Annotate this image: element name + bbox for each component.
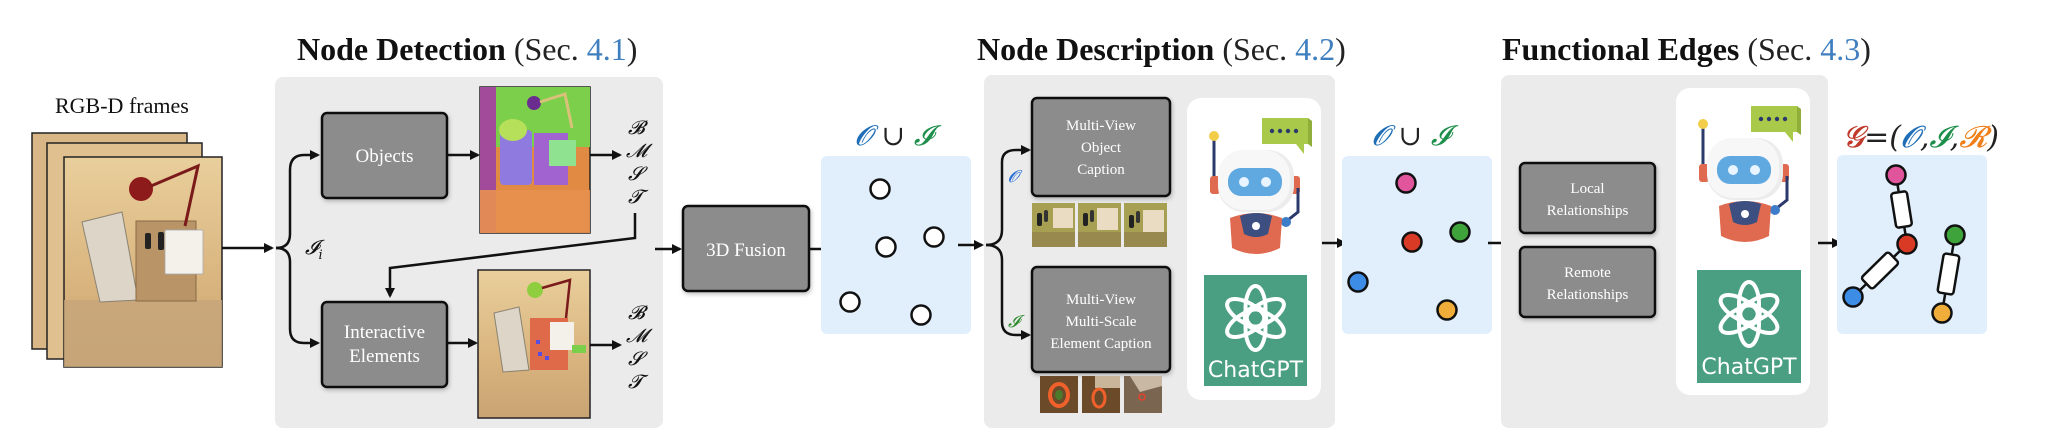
nodes-colored-label: 𝓞 ∪ 𝓘: [1372, 119, 1459, 152]
stage-title-functional-edges: Functional Edges(Sec. 4.3): [1502, 31, 1871, 67]
arrow-objects-to-interactive: [385, 213, 637, 298]
label-part: ): [1986, 120, 1999, 155]
paper-sheet: [164, 229, 204, 275]
label-part: ∪: [873, 119, 914, 152]
label-part: 𝓘: [914, 119, 942, 152]
object-segmentation-image: [479, 86, 591, 234]
desk-lamp-shade: [129, 177, 153, 201]
robot-icon: [1698, 106, 1801, 242]
object-view-thumbnails: [1032, 203, 1167, 247]
element-caption-line2: Multi-Scale: [1066, 314, 1137, 330]
remote-relationships-line2: Relationships: [1547, 287, 1629, 303]
graph-node: [910, 304, 932, 326]
nodes-uncolored-label: 𝓞 ∪ 𝓘: [855, 119, 942, 152]
local-relationships-box: [1518, 161, 1657, 235]
graph-node: [1931, 302, 1953, 324]
graph-node: [1885, 164, 1907, 186]
graph-node: [875, 236, 897, 258]
graph-node: [1944, 224, 1966, 246]
object-view-thumbnail: [1124, 203, 1167, 247]
brace-to-element-caption: [985, 243, 1031, 340]
local-relationships-line1: Local: [1570, 181, 1604, 197]
graph-node: [1449, 221, 1471, 243]
chatgpt-knot-petal: [1718, 303, 1763, 335]
graph-node: [1347, 271, 1369, 293]
rgbd-frames-label: RGB-D frames: [55, 93, 189, 118]
chatgpt-knot-petal: [1718, 293, 1763, 325]
graph-node: [1896, 233, 1918, 255]
graph-node: [1395, 172, 1417, 194]
svg-text:𝓜: 𝓜: [626, 325, 653, 347]
desk-lamp-arm: [150, 163, 201, 227]
colored-nodes: [1347, 172, 1471, 321]
output-graph-label: 𝓖=(𝓞,𝓘,𝓡): [1843, 120, 1999, 155]
robot-icon: [1209, 118, 1312, 254]
object-caption-line1: Multi-View: [1066, 118, 1136, 134]
element-view-thumbnail: [1124, 376, 1162, 413]
chatgpt-logo: ChatGPT: [1697, 270, 1801, 383]
relationship-edge-box: [1860, 251, 1900, 290]
svg-text:𝓜: 𝓜: [626, 140, 653, 162]
stage-title-node-description: Node Description(Sec. 4.2): [977, 31, 1346, 67]
chatgpt-logo-text: ChatGPT: [1208, 358, 1304, 383]
objects-box-label: Objects: [355, 146, 413, 167]
speech-bubble-icon: [1751, 106, 1797, 142]
remote-relationships-box: [1518, 245, 1657, 319]
local-relationships-line2: Relationships: [1547, 203, 1629, 219]
interactive-box-label-line2: Elements: [349, 346, 420, 367]
object-caption-line2: Object: [1081, 140, 1122, 156]
rgbd-frame-front: [63, 156, 223, 368]
stage-title-node-detection: Node Detection(Sec. 4.1): [297, 31, 637, 67]
label-part: ∪: [1390, 119, 1431, 152]
graph-node: [839, 291, 861, 313]
graph-node: [1842, 286, 1864, 308]
remote-relationships-line1: Remote: [1564, 265, 1611, 281]
chatgpt-knot-petal: [1225, 307, 1269, 339]
relationship-edge-box: [1936, 252, 1961, 296]
element-caption-line1: Multi-View: [1066, 292, 1136, 308]
svg-text:𝓑: 𝓑: [628, 302, 648, 324]
uncolored-nodes: [839, 178, 945, 326]
label-part: ,: [1920, 120, 1930, 155]
element-view-thumbnail: [1082, 376, 1120, 413]
label-part: ,: [1950, 120, 1960, 155]
element-view-thumbnail: [1040, 376, 1078, 413]
graph-node: [1436, 299, 1458, 321]
speech-bubble-icon: [1262, 118, 1308, 154]
graph-node: [1401, 231, 1423, 253]
chatgpt-knot-petal: [1225, 297, 1269, 329]
rgbd-frame-stack: [31, 132, 223, 368]
relationship-edge-box: [1890, 190, 1913, 229]
object-caption-box: [1030, 96, 1172, 198]
svg-text:𝓑: 𝓑: [628, 117, 648, 139]
brace-to-objects: [275, 150, 320, 250]
interactive-elements-detector-box: [320, 300, 449, 389]
object-view-thumbnail: [1078, 203, 1121, 247]
chatgpt-logo-text: ChatGPT: [1701, 355, 1797, 380]
element-caption-box: [1030, 265, 1172, 374]
label-part: =(: [1864, 120, 1902, 155]
interactive-box-label-line1: Interactive: [344, 322, 425, 343]
object-caption-line3: Caption: [1077, 162, 1125, 178]
interactive-segmentation-image: [477, 269, 591, 419]
output-graph: [1842, 164, 1966, 324]
graph-node: [869, 178, 891, 200]
label-part: 𝓘: [1431, 119, 1459, 152]
element-caption-line3: Element Caption: [1050, 336, 1152, 352]
brace-to-object-caption: [985, 145, 1031, 247]
label-part: 𝓡: [1959, 120, 1992, 155]
object-view-thumbnail: [1032, 203, 1075, 247]
fusion-box-label: 3D Fusion: [706, 240, 786, 261]
graph-node: [923, 226, 945, 248]
brace-to-interactive: [275, 246, 320, 348]
chatgpt-logo: ChatGPT: [1204, 275, 1307, 386]
element-view-thumbnails: [1040, 376, 1162, 413]
